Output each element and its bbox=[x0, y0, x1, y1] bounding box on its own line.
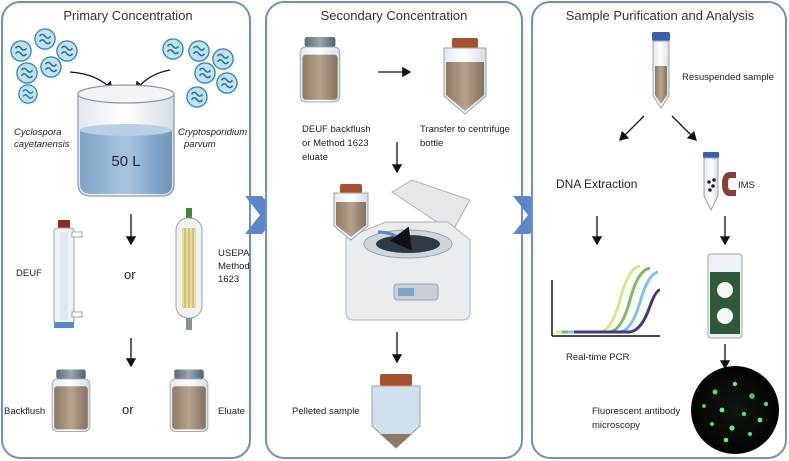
beaker-icon bbox=[77, 84, 175, 197]
organism-right-line2: parvum bbox=[183, 139, 216, 150]
source-line1: DEUF backflush bbox=[302, 124, 371, 135]
organism-left-line1: Cyclospora bbox=[14, 127, 62, 138]
eluate-label: Eluate bbox=[218, 406, 245, 417]
centrifuge-bottle-icon bbox=[443, 38, 487, 115]
panel-primary-concentration: Primary Concentration 50 L bbox=[1, 1, 251, 459]
method-label-line1: USEPA bbox=[218, 248, 250, 259]
microscopy-line2: microscopy bbox=[592, 420, 640, 431]
panel-title: Primary Concentration bbox=[63, 8, 192, 23]
deuf-filter-icon bbox=[53, 220, 83, 328]
organism-left-line2: cayetanensis bbox=[14, 139, 70, 150]
centrifuge-icon bbox=[345, 179, 471, 321]
ims-label: IMS bbox=[738, 180, 755, 191]
or-label-1: or bbox=[124, 267, 136, 282]
panel-sample-purification: Sample Purification and Analysis Resuspe… bbox=[531, 1, 787, 459]
microscopy-line1: Fluorescent antibody bbox=[592, 406, 680, 417]
backflush-bottle-icon bbox=[51, 368, 91, 433]
centrifuge-bottle-icon bbox=[333, 184, 369, 241]
backflush-label: Backflush bbox=[4, 406, 45, 417]
transfer-line1: Transfer to centrifuge bbox=[420, 124, 510, 135]
conical-tube-icon bbox=[652, 32, 670, 109]
panel-secondary-concentration: Secondary Concentration DEUF backflush o… bbox=[265, 1, 523, 459]
panel-border bbox=[531, 1, 787, 459]
transfer-line2: bottle bbox=[420, 138, 443, 149]
pelleted-bottle-icon bbox=[371, 374, 421, 449]
panel-title: Secondary Concentration bbox=[321, 8, 468, 23]
sample-bottle-icon bbox=[299, 36, 341, 103]
volume-label: 50 L bbox=[111, 153, 140, 170]
pcr-label: Real-time PCR bbox=[566, 352, 629, 363]
resuspended-label: Resuspended sample bbox=[682, 72, 774, 83]
or-label-2: or bbox=[122, 402, 134, 417]
source-line3: eluate bbox=[302, 152, 328, 163]
source-line2: or Method 1623 bbox=[302, 138, 369, 149]
fluorescent-microscopy-field-icon bbox=[691, 366, 779, 454]
capsule-filter-icon bbox=[175, 208, 203, 330]
pelleted-label: Pelleted sample bbox=[292, 406, 360, 417]
microscope-slide-icon bbox=[707, 253, 743, 339]
method-label-line2: Method bbox=[218, 261, 250, 272]
dna-extraction-label: DNA Extraction bbox=[556, 177, 637, 191]
pcr-curves-icon bbox=[551, 264, 661, 337]
arrow-diag-right bbox=[671, 115, 697, 141]
eluate-bottle-icon bbox=[169, 368, 209, 433]
method-label-line3: 1623 bbox=[218, 274, 239, 285]
arrow-diag-left bbox=[619, 115, 645, 141]
ims-tube-magnet-icon bbox=[703, 152, 736, 212]
deuf-label: DEUF bbox=[16, 268, 42, 279]
organism-right-line1: Cryptosporidium bbox=[178, 127, 247, 138]
panel-title: Sample Purification and Analysis bbox=[566, 8, 755, 23]
